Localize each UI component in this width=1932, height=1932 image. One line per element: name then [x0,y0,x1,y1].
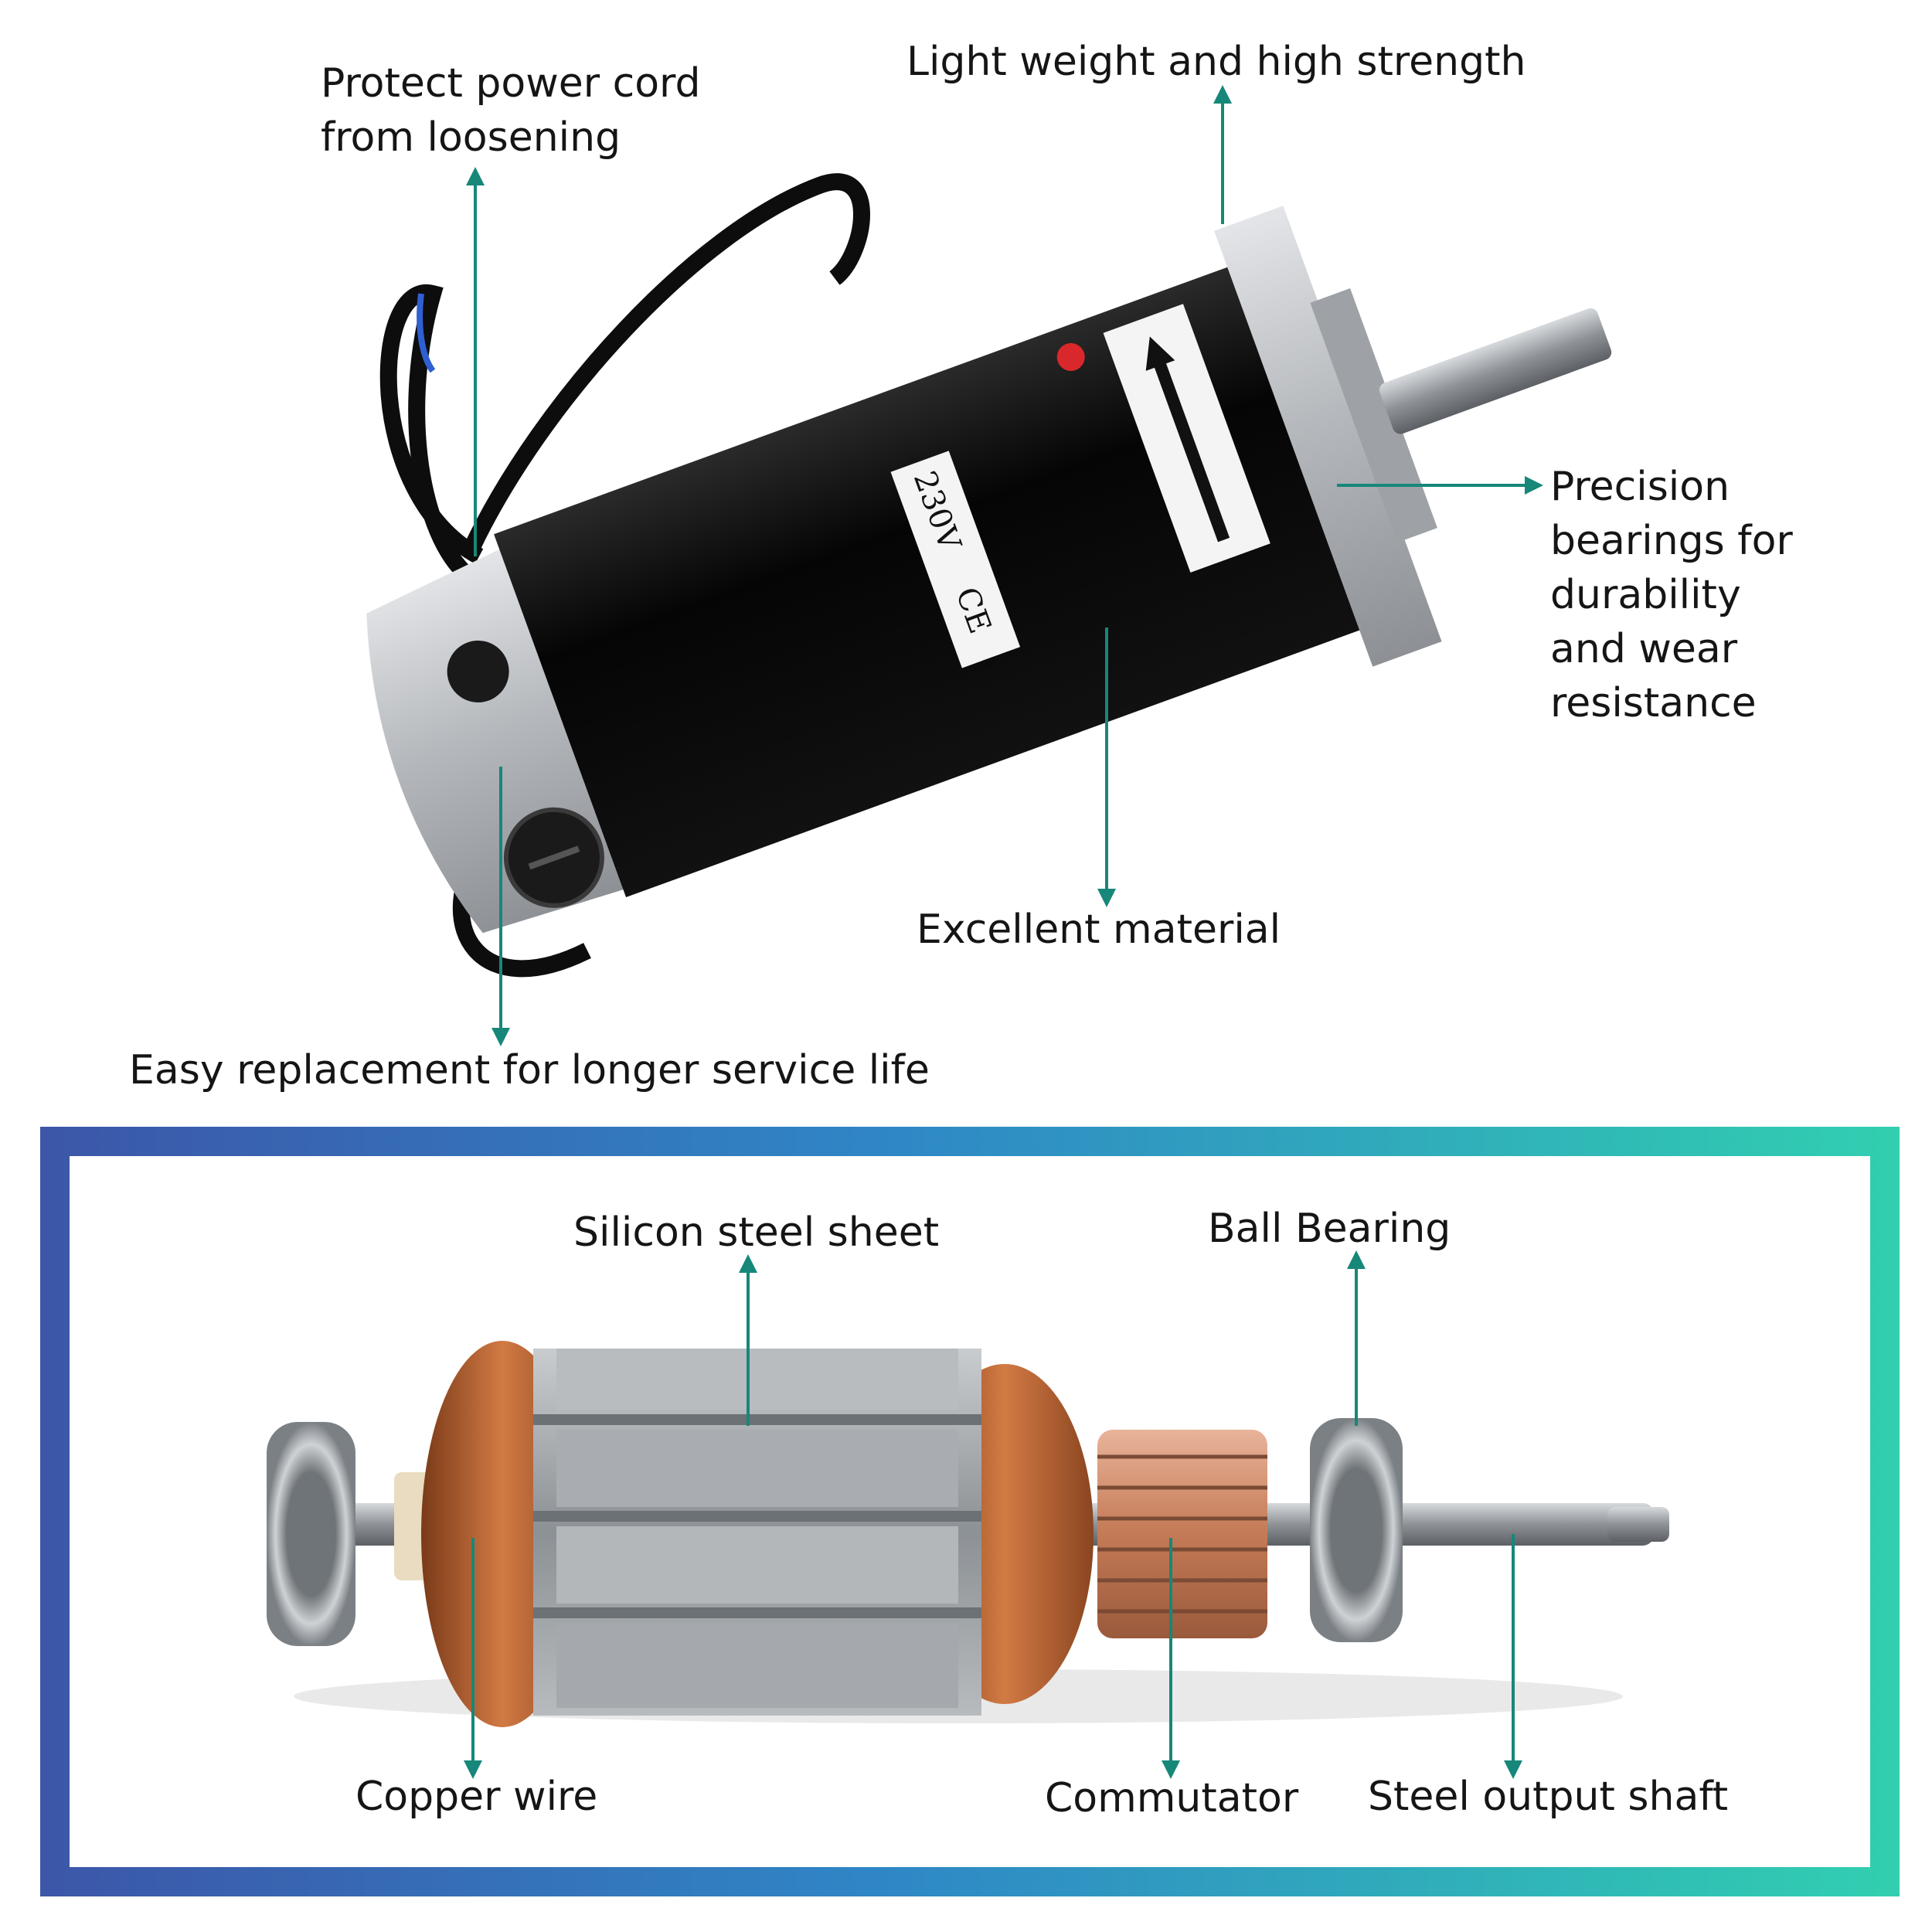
callout-bearings-line5: resistance [1550,680,1757,726]
callout-power-cord-line1: Protect power cord [321,60,701,107]
armature [267,1341,1669,1727]
callout-material: Excellent material [917,906,1281,953]
callout-bearings: Precision bearings for durability and we… [1550,460,1793,730]
voltage-label-plate [890,451,1021,668]
callout-bearings-line1: Precision [1550,464,1730,510]
callout-arrows [464,85,1543,1779]
commutator-body [1097,1430,1267,1638]
callout-bearings-line2: bearings for [1550,518,1793,564]
power-cord [379,284,484,578]
callout-bearings-line4: and wear [1550,626,1738,672]
callout-copper-wire: Copper wire [355,1774,598,1820]
warning-badge-icon [1056,343,1085,372]
cable-gland [447,640,509,702]
callout-power-cord-line2: from loosening [321,114,621,161]
callout-ball-bearing: Ball Bearing [1208,1206,1451,1252]
callout-output-shaft: Steel output shaft [1368,1774,1729,1820]
right-bearing [1310,1418,1403,1642]
dc-motor: 230V CE [366,173,1612,978]
left-bearing [267,1422,355,1646]
callout-commutator: Commutator [1045,1775,1299,1821]
motor-shaft [1379,308,1612,434]
callout-silicon-steel: Silicon steel sheet [573,1209,940,1256]
callout-bearings-line3: durability [1550,572,1741,618]
front-flange [1214,206,1442,667]
callout-replacement: Easy replacement for longer service life [129,1047,930,1094]
callout-light-weight: Light weight and high strength [906,39,1526,85]
callout-power-cord: Protect power cord from loosening [321,56,701,165]
